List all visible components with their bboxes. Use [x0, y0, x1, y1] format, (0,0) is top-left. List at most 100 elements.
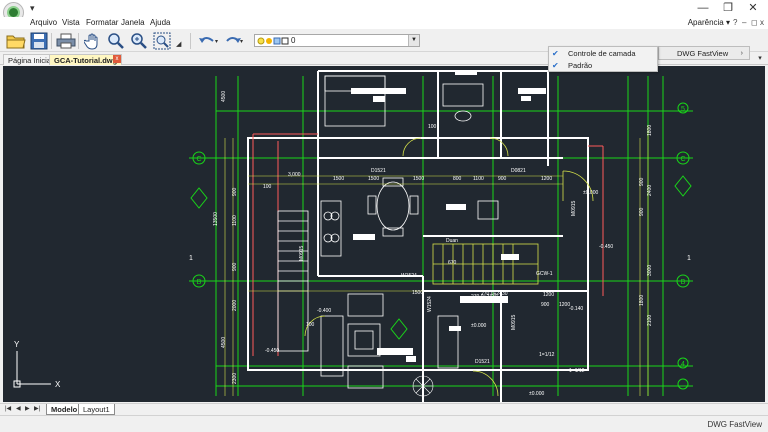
maximize-button[interactable]: ❐ — [723, 2, 733, 14]
menu-arquivo[interactable]: Arquivo — [30, 18, 58, 27]
dim-900-r: 900 — [639, 177, 645, 186]
dim-900-b: 900 — [541, 302, 550, 308]
status-app-name: DWG FastView — [707, 420, 762, 429]
dim-3000: 3,000 — [288, 172, 301, 178]
close-button[interactable]: ✕ — [748, 2, 758, 14]
furniture — [320, 75, 499, 389]
canvas-menu-icon[interactable]: ▾ — [758, 55, 762, 62]
menu-formatar[interactable]: Formatar — [86, 18, 119, 27]
room-tags — [351, 70, 546, 362]
axis-label-c: C — [196, 156, 201, 163]
open-folder-icon[interactable] — [5, 31, 27, 51]
dim-2400-r: 2400 — [647, 185, 653, 196]
save-icon[interactable] — [28, 31, 50, 51]
dim-duan: Duan — [446, 238, 458, 244]
last-layout-icon[interactable]: ▶| — [34, 406, 41, 412]
zoom-realtime-icon[interactable] — [128, 31, 150, 51]
layer-on-icon — [257, 37, 265, 45]
pan-hand-icon[interactable] — [82, 31, 104, 51]
tab-layout1[interactable]: Layout1 — [78, 404, 115, 415]
plant-symbol — [412, 375, 434, 397]
main-toolbar: ◢ ▾ ▾ 0 ▼ — [0, 29, 768, 52]
dim-4500-a: 4500 — [221, 91, 227, 102]
dim-800: 800 — [453, 176, 462, 182]
zoom-extents-icon[interactable] — [151, 31, 173, 51]
dim-1100: 1100 — [473, 176, 484, 182]
doors — [304, 137, 594, 397]
cad-floor-plan[interactable]: C B C B 5 4 1 1 — [3, 66, 765, 402]
menu-item-padrao[interactable]: ✔ Padrão — [549, 60, 657, 72]
layer-submenu: ✔ Controle de camada ✔ Padrão — [548, 46, 658, 72]
dim-2700: 270.0+2430 — [481, 291, 508, 297]
dim-1200: 1200 — [541, 176, 552, 182]
dimension-lines — [224, 126, 649, 396]
layer-color-icon — [281, 37, 289, 45]
walls — [247, 70, 589, 402]
dim-900-v: 900 — [232, 187, 238, 196]
first-layout-icon[interactable]: |◀ — [5, 406, 12, 412]
axis-label-b-right: B — [681, 279, 686, 286]
layer-dropdown-icon[interactable]: ▼ — [408, 35, 419, 46]
dim-4500-b: 4500 — [221, 337, 227, 348]
redo-icon[interactable] — [222, 31, 244, 51]
dim-ratio-a: 1=1/12 — [539, 352, 555, 358]
section-label-left: 1 — [189, 255, 193, 262]
dwg-fastview-label: DWG FastView — [677, 49, 729, 58]
menu-janela[interactable]: Janela — [121, 18, 145, 27]
section-markers — [190, 175, 692, 340]
drawing-canvas[interactable]: C B C B 5 4 1 1 — [3, 66, 765, 402]
dim-100-a: 100 — [263, 184, 272, 190]
dim-d0821: D0821 — [511, 168, 526, 174]
dim-2300-v: 2300 — [232, 373, 238, 384]
check-icon: ✔ — [552, 49, 559, 58]
tab-modelo[interactable]: Modelo — [46, 404, 83, 415]
tab-gca-tutorial[interactable]: GCA-Tutorial.dwg — [49, 54, 123, 65]
undo-icon[interactable] — [196, 31, 218, 51]
help-icon[interactable]: ? — [733, 18, 738, 27]
menu-ajuda[interactable]: Ajuda — [150, 18, 171, 27]
dim-100-b: 100 — [428, 124, 437, 130]
layer-combo[interactable]: 0 ▼ — [254, 34, 420, 47]
close-tab-icon[interactable]: x — [113, 55, 121, 63]
prev-layout-icon[interactable]: ◀ — [16, 406, 21, 412]
chevron-down-icon: ▾ — [725, 18, 730, 27]
chevron-right-icon: › — [740, 50, 743, 57]
ucs-y-label: Y — [14, 340, 20, 349]
toolbar-expand-icon[interactable]: ◢ — [176, 41, 182, 48]
dwg-fastview-menu[interactable]: DWG FastView › — [658, 46, 750, 60]
doc-minimize-button[interactable]: – — [742, 18, 747, 27]
axis-label-b: B — [197, 279, 202, 286]
elev-0450-a: -0.450 — [599, 244, 613, 250]
title-bar: ▾ — ❐ ✕ — [0, 0, 768, 23]
dim-1100-v: 1100 — [232, 215, 238, 226]
dim-900-v2: 900 — [232, 262, 238, 271]
dim-m0915-b: M0915 — [571, 200, 577, 216]
doc-close-button[interactable]: x — [760, 18, 764, 27]
layer-freeze-icon — [266, 38, 272, 44]
menu-item-label: Padrão — [568, 61, 593, 70]
dim-1500-c: 1500 — [413, 176, 424, 182]
minimize-button[interactable]: — — [697, 2, 709, 14]
next-layout-icon[interactable]: ▶ — [25, 406, 30, 412]
check-icon: ✔ — [552, 61, 559, 70]
axis-label-c-right: C — [680, 156, 685, 163]
dim-13500: 13500 — [213, 212, 219, 226]
quick-access-dropdown-icon[interactable]: ▾ — [30, 3, 35, 13]
print-icon[interactable] — [55, 31, 77, 51]
doc-restore-button[interactable]: ◻ — [751, 18, 758, 27]
elev-0000-c: ±0.000 — [529, 391, 544, 397]
zoom-window-icon[interactable] — [105, 31, 127, 51]
undo-dropdown-icon[interactable]: ▾ — [215, 39, 219, 45]
dim-d1521-b: D1521 — [475, 359, 490, 365]
appearance-menu[interactable]: Aparência ▾ — [688, 17, 730, 29]
axis-label-5: 5 — [681, 106, 685, 113]
dim-100-c: 100 — [306, 322, 315, 328]
section-label-right: 1 — [687, 255, 691, 262]
menu-vista[interactable]: Vista — [62, 18, 80, 27]
redo-dropdown-icon[interactable]: ▾ — [240, 39, 244, 45]
dim-900-r2: 900 — [639, 207, 645, 216]
dim-1200-c: 1200 — [559, 302, 570, 308]
menu-item-controle-de-camada[interactable]: ✔ Controle de camada — [549, 48, 657, 60]
dim-670: 670 — [448, 260, 457, 266]
